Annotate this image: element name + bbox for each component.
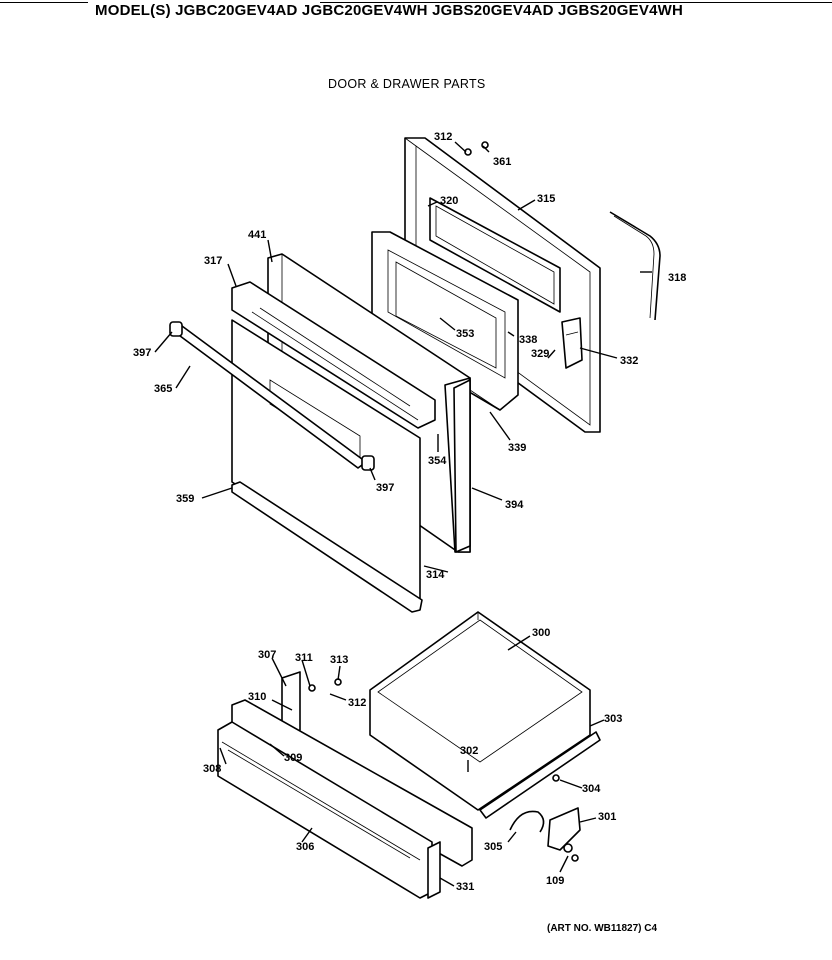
callout-441: 441: [248, 229, 266, 241]
callout-314: 314: [426, 569, 445, 581]
callout-338: 338: [519, 334, 537, 346]
door-bottom-trim: [231, 481, 423, 613]
header-rule-right: [320, 2, 832, 3]
callout-308: 308: [203, 763, 221, 775]
callout-353: 353: [456, 328, 474, 340]
callout-309: 309: [284, 752, 302, 764]
callout-397-right: 397: [376, 482, 394, 494]
art-number: (ART NO. WB11827) C4: [547, 923, 658, 934]
callout-354: 354: [428, 455, 447, 467]
door-gasket: [609, 211, 661, 321]
callout-labels: 312 361 320 315 441 317 318 397 365 353 …: [133, 131, 686, 893]
callout-312-door: 312: [434, 131, 452, 143]
callout-339: 339: [508, 442, 526, 454]
drawer-body: [369, 611, 591, 811]
callout-310: 310: [248, 691, 266, 703]
door-handle: [169, 321, 375, 471]
callout-315: 315: [537, 193, 555, 205]
callout-302: 302: [460, 745, 478, 757]
door-side-channel: [453, 379, 471, 553]
callout-300: 300: [532, 627, 550, 639]
callout-359: 359: [176, 493, 194, 505]
callout-329: 329: [531, 348, 549, 360]
roller-bracket: [547, 807, 581, 853]
vent-trim: [231, 281, 436, 429]
callout-307: 307: [258, 649, 276, 661]
window-glass: [429, 197, 561, 313]
callout-394: 394: [505, 499, 524, 511]
hinge-bracket: [561, 317, 583, 369]
callout-361: 361: [493, 156, 511, 168]
callout-311: 311: [295, 652, 313, 664]
drawer-end-cap: [427, 841, 441, 899]
spring-clip: [509, 810, 545, 833]
callout-320: 320: [440, 195, 458, 207]
callout-304: 304: [582, 783, 601, 795]
callout-303: 303: [604, 713, 622, 725]
callout-109: 109: [546, 875, 564, 887]
drawer-rail: [479, 731, 601, 819]
callout-318: 318: [668, 272, 686, 284]
callout-317: 317: [204, 255, 222, 267]
model-list: MODEL(S) JGBC20GEV4AD JGBC20GEV4WH JGBS2…: [95, 2, 683, 19]
callout-301: 301: [598, 811, 616, 823]
callout-397-left: 397: [133, 347, 151, 359]
callout-312-drawer: 312: [348, 697, 366, 709]
callout-313: 313: [330, 654, 348, 666]
callout-332: 332: [620, 355, 638, 367]
section-title: DOOR & DRAWER PARTS: [328, 77, 486, 91]
callout-331: 331: [456, 881, 474, 893]
leader-lines: [154, 141, 652, 887]
callout-305: 305: [484, 841, 502, 853]
callout-306: 306: [296, 841, 314, 853]
header-rule-left: [0, 2, 88, 3]
callout-365: 365: [154, 383, 172, 395]
